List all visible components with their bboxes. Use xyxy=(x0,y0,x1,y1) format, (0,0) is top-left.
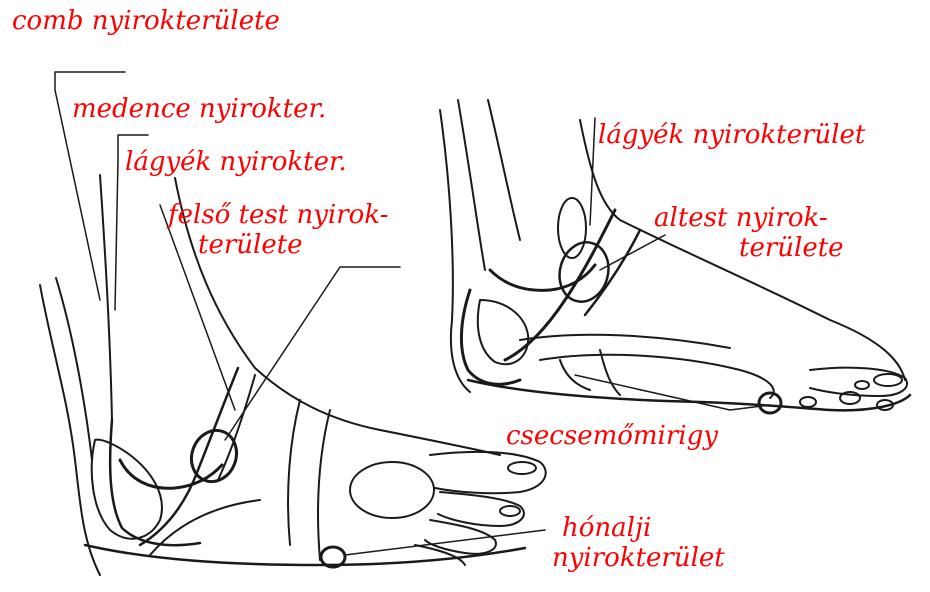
left-sole-inner-line xyxy=(150,500,260,555)
label-lagyek-left: lágyék nyirokter. xyxy=(125,147,347,177)
left-ankle-band-front xyxy=(140,368,238,545)
label-csecsemomirigy: csecsemőmirigy xyxy=(506,421,718,451)
left-toe-nail-2 xyxy=(500,506,520,516)
right-thymus-oval xyxy=(759,393,781,413)
right-toe-pad-4 xyxy=(855,381,869,389)
label-honalji-line1: hónalji xyxy=(562,513,725,543)
right-toe-nail-1 xyxy=(874,374,902,386)
label-felso-test-line2: területe xyxy=(198,230,388,260)
right-sole-line xyxy=(468,380,910,410)
leader-honalji xyxy=(345,530,545,555)
left-leg-shin-line xyxy=(56,278,92,460)
label-altest-line2: területe xyxy=(739,233,844,263)
left-toe-nail-1 xyxy=(508,462,536,474)
leader-felso-test xyxy=(225,267,400,440)
left-band-line-1 xyxy=(288,400,300,545)
right-leg-shin-line xyxy=(488,100,520,240)
right-leg-back-line xyxy=(440,110,470,392)
label-csecsemomirigy-text: csecsemőmirigy xyxy=(506,421,718,451)
leader-lagyek-right xyxy=(590,118,595,225)
label-lagyek-right: lágyék nyirokterület xyxy=(598,120,865,150)
label-lagyek-left-text: lágyék nyirokter. xyxy=(125,147,347,177)
left-forefoot-pad xyxy=(350,462,434,518)
label-lagyek-right-text: lágyék nyirokterület xyxy=(598,120,865,150)
label-medence-text: medence nyirokter. xyxy=(72,94,326,124)
left-toe-2 xyxy=(438,492,524,526)
left-achilles-line xyxy=(100,175,112,420)
right-toe-pad-3 xyxy=(800,397,816,407)
label-medence: medence nyirokter. xyxy=(72,94,326,124)
label-altest: altest nyirok- területe xyxy=(654,203,844,263)
left-ankle-band-back xyxy=(218,375,255,480)
label-honalji-line2: nyirokterület xyxy=(552,543,725,573)
label-comb-text: comb nyirokterülete xyxy=(12,6,280,36)
label-felso-test-line1: felső test nyirok- xyxy=(168,200,388,230)
left-band-line-2 xyxy=(318,410,330,560)
right-heel-bone xyxy=(478,300,528,364)
right-leg-back-inner xyxy=(458,100,485,270)
label-altest-line1: altest nyirok- xyxy=(654,203,844,233)
right-metatarsal-2 xyxy=(520,335,730,348)
left-inner-ankle-curve xyxy=(120,460,222,488)
label-comb: comb nyirokterülete xyxy=(12,6,280,36)
left-heel-bone xyxy=(92,440,162,539)
right-midfoot-line-2 xyxy=(600,350,620,395)
label-felso-test: felső test nyirok- területe xyxy=(168,200,388,260)
right-metatarsal-1 xyxy=(540,355,774,398)
right-heel-outline xyxy=(461,290,520,384)
left-groin-oval xyxy=(184,424,243,488)
label-honalji: hónalji nyirokterület xyxy=(552,513,725,573)
